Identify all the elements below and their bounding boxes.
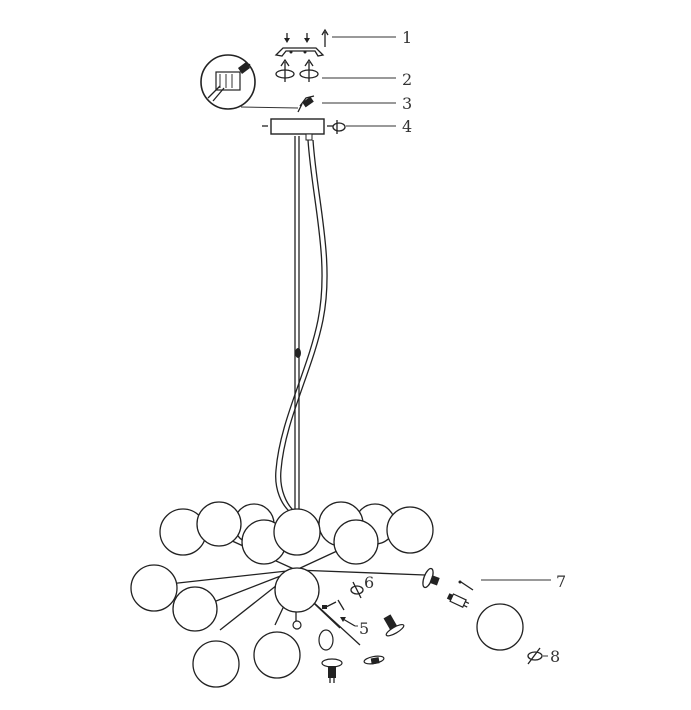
suspension-rod-and-cable [275,136,328,513]
callout-label-2: 2 [402,70,412,89]
callout-label-6: 6 [364,573,374,592]
callout-label-7: 7 [556,572,566,591]
globe [274,567,320,613]
callout-label-8: 8 [550,647,560,666]
globe [333,519,379,565]
arm-screw-part-6 [322,581,364,611]
globe [196,501,242,547]
wiring-detail-inset [200,54,299,110]
ceiling-canopy [262,118,333,141]
glass-globes [130,501,434,688]
globe [130,564,178,612]
small-screw-part-5 [340,617,356,627]
globe [386,506,434,554]
wire-connector [297,95,315,113]
bulb-part-7 [446,580,474,608]
ring-part-8 [527,647,543,665]
lamp-holders [318,567,440,683]
mounting-screws [284,28,329,47]
callout-label-1: 1 [402,28,412,47]
callout-label-4: 4 [402,117,412,136]
globe [172,586,218,632]
canopy-screw [332,120,346,134]
globe [273,508,321,556]
fixing-screws [275,58,319,82]
loose-globe [476,603,524,651]
callout-label-5: 5 [359,619,369,638]
globe [192,640,240,688]
mounting-bracket [274,47,325,57]
globe [253,631,301,679]
callout-label-3: 3 [402,94,412,113]
